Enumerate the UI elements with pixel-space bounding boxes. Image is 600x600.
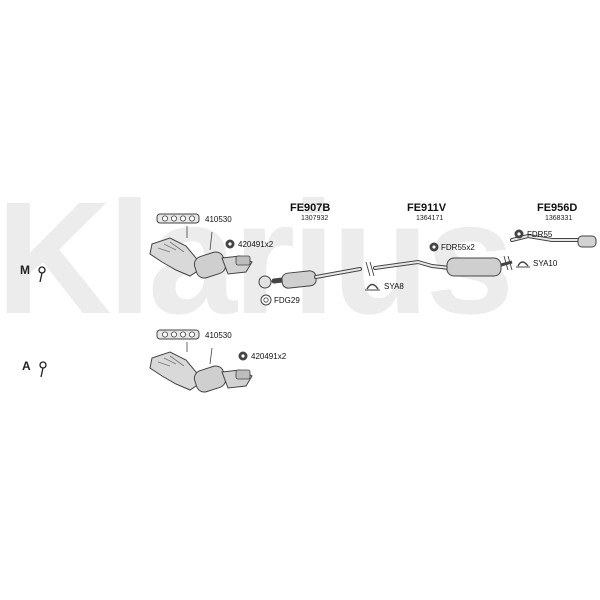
label-clamp-sya8: SYA8	[384, 282, 404, 291]
rear-section-fe956d[interactable]	[510, 233, 597, 248]
oe-number-fe911v: 1364171	[416, 215, 444, 222]
exhaust-manifold-catalyst-top[interactable]	[149, 226, 253, 280]
section-code-fe907b: FE907B	[290, 202, 331, 214]
automatic-gearbox-icon[interactable]	[39, 361, 47, 378]
label-gasket-fdg29: FDG29	[274, 296, 300, 305]
gasket-fdr55-icon	[514, 229, 524, 239]
oe-number-fe907b: 1307932	[301, 215, 329, 222]
variant-manual-label: M	[20, 263, 30, 277]
pipe-break-marks	[365, 255, 513, 277]
label-clamp-sya10: SYA10	[533, 259, 558, 268]
section-code-fe956d: FE956D	[537, 202, 578, 214]
manifold-gasket-top[interactable]	[156, 213, 200, 224]
clamp-sya8-icon	[365, 283, 380, 291]
label-stud-kit-top: 420491x2	[238, 240, 274, 249]
label-gasket-fdr55x2: FDR55x2	[441, 243, 475, 252]
exhaust-manifold-catalyst-bottom[interactable]	[149, 342, 253, 394]
clamp-sya10-icon	[516, 261, 530, 268]
label-gasket-fdr55: FDR55	[527, 230, 553, 239]
manual-gearbox-icon[interactable]	[38, 266, 46, 283]
label-manifold-gasket-bottom: 410530	[205, 331, 232, 340]
variant-automatic-label: A	[22, 359, 31, 373]
gasket-fdr55x2-icon	[429, 242, 439, 252]
manifold-gasket-bottom[interactable]	[156, 329, 200, 340]
gasket-fdg29-icon	[260, 294, 272, 306]
section-code-fe911v: FE911V	[407, 202, 447, 214]
label-manifold-gasket-top: 410530	[205, 215, 232, 224]
label-stud-kit-bottom: 420491x2	[251, 352, 287, 361]
centre-section-fe911v[interactable]	[373, 257, 513, 277]
front-pipe-fe907b[interactable]	[258, 267, 362, 289]
stud-kit-bottom-icon	[238, 351, 248, 361]
klarius-watermark: Klarius	[0, 168, 514, 347]
stud-kit-top-icon	[225, 239, 235, 249]
oe-number-fe956d: 1368331	[545, 215, 573, 222]
